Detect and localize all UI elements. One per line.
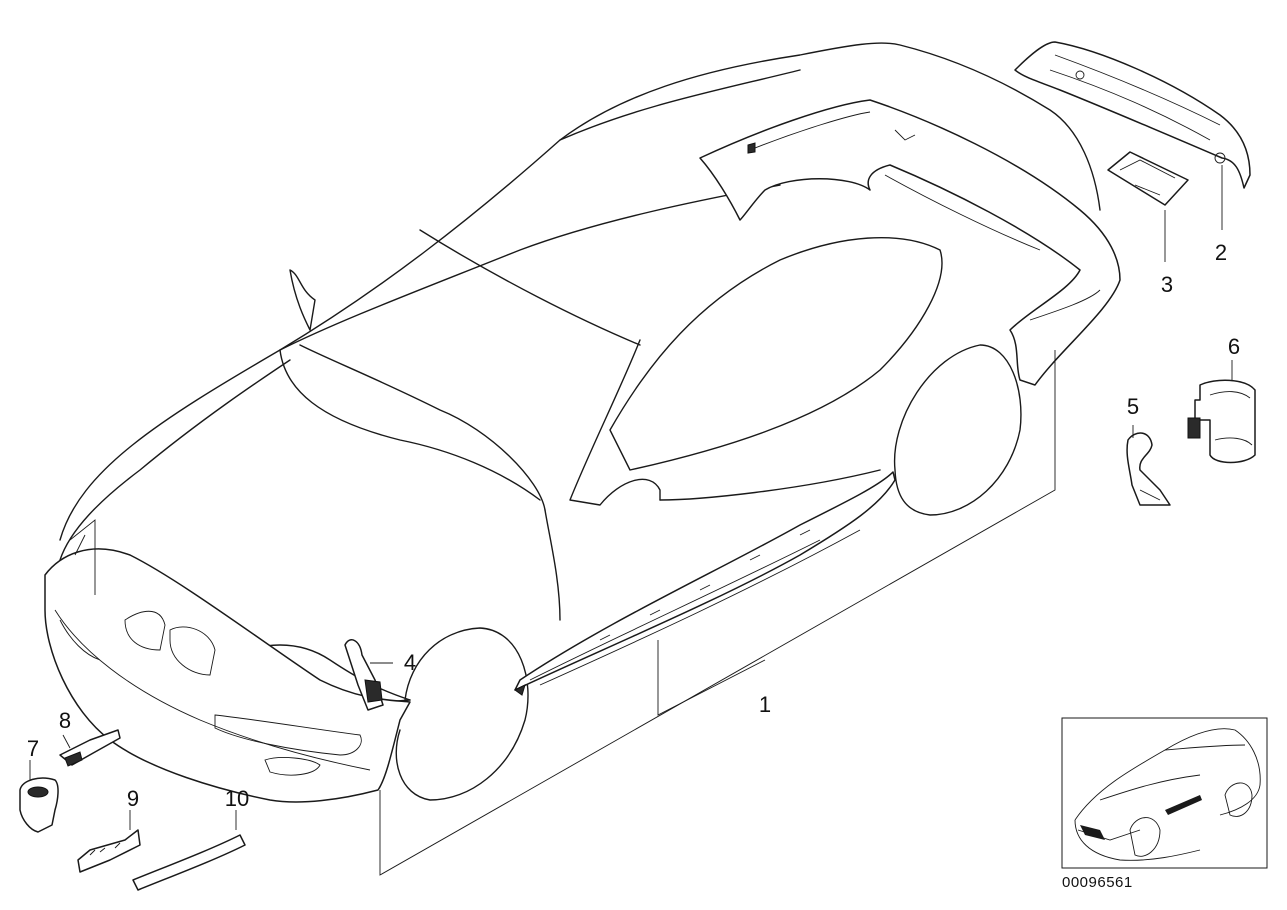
rear-bumper (699, 99, 1121, 386)
callout-4: 4 (404, 650, 416, 675)
callout-3: 3 (1161, 272, 1173, 297)
side-skirt (514, 471, 896, 696)
callout-5: 5 (1127, 394, 1139, 419)
leader-lines (29, 165, 1233, 876)
part-2-rear-diffuser (1014, 41, 1251, 189)
callout-6: 6 (1228, 334, 1240, 359)
part-9-strip (77, 829, 141, 873)
part-8-clip (59, 729, 121, 767)
drawing-number: 00096561 (1062, 874, 1133, 891)
part-4-bracket (344, 639, 384, 711)
callout-1: 1 (759, 692, 771, 717)
callout-9: 9 (127, 786, 139, 811)
part-7-clip (19, 777, 59, 833)
callout-7: 7 (27, 736, 39, 761)
callout-10: 10 (225, 786, 249, 811)
part-5-bracket (1126, 432, 1171, 506)
inset-thumbnail (1061, 717, 1268, 869)
part-6-sensor (1187, 379, 1256, 464)
callout-2: 2 (1215, 240, 1227, 265)
part-3-bracket (1107, 151, 1189, 206)
part-10-hose (132, 834, 246, 891)
callout-8: 8 (59, 708, 71, 733)
